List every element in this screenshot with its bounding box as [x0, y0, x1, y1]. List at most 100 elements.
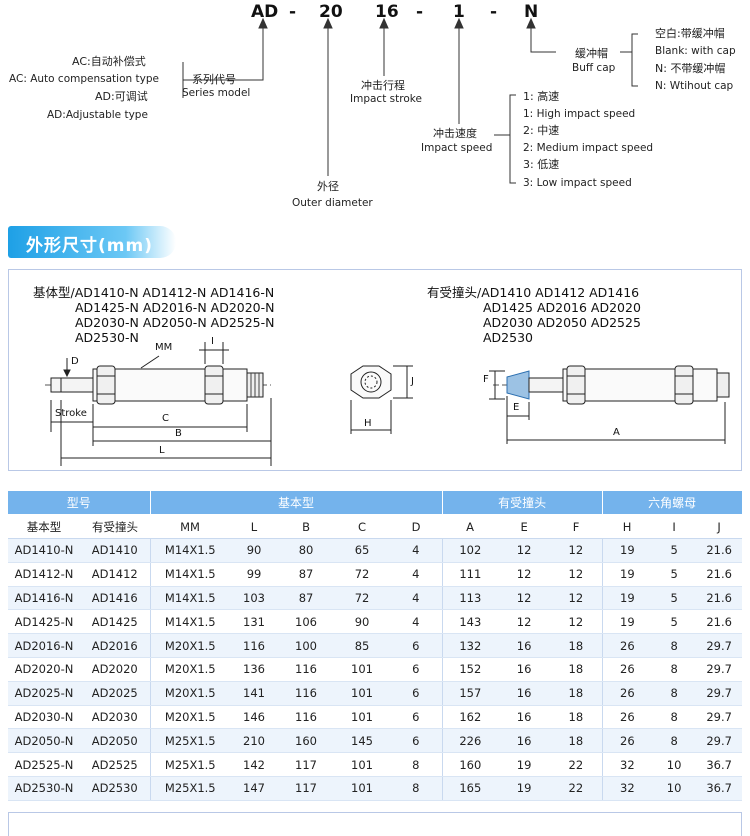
dimension-drawing-panel: 基体型/AD1410-N AD1412-N AD1416-N AD1425-N …	[8, 269, 742, 471]
section-banner: 外形尺寸(mm)	[8, 226, 176, 258]
table-cell: 142	[230, 752, 279, 778]
speed-option-3-cn: 3: 低速	[523, 158, 560, 171]
table-cell: 87	[278, 562, 335, 587]
table-cell: 143	[442, 609, 499, 635]
basic-type-models-line-1: 基体型/AD1410-N AD1412-N AD1416-N	[33, 285, 275, 300]
table-cell: M25X1.5	[150, 728, 231, 754]
table-cell: 32	[602, 752, 653, 778]
table-cell: 19	[602, 562, 653, 587]
table-cell: 21.6	[696, 609, 743, 635]
cap-type-models-line-3: AD2030 AD2050 AD2525	[483, 315, 641, 330]
table-cell: 8	[390, 752, 443, 778]
table-group-header-row: 型号 基本型 有受撞头 六角螺母	[8, 491, 743, 516]
code-separator: -	[289, 2, 297, 22]
series-label-cn: 系列代号	[192, 73, 236, 86]
column-header: C	[334, 514, 391, 540]
table-cell: M20X1.5	[150, 681, 231, 706]
table-cell: 29.7	[696, 633, 743, 659]
table-cell: 72	[334, 562, 391, 587]
table-cell: 152	[442, 657, 499, 682]
table-cell: AD2020-N	[8, 657, 80, 682]
table-cell: M14X1.5	[150, 609, 231, 635]
table-cell: 12	[498, 609, 551, 635]
table-cell: 5	[652, 562, 697, 587]
table-cell: 8	[652, 728, 697, 754]
table-cell: 26	[602, 728, 653, 754]
table-cell: 4	[390, 538, 443, 563]
table-cell: M14X1.5	[150, 562, 231, 587]
table-cell: AD1416	[80, 586, 151, 611]
outer-diameter-label-en: Outer diameter	[292, 197, 373, 209]
series-label-en: Series model	[182, 87, 251, 99]
table-cell: 29.7	[696, 657, 743, 682]
table-cell: AD2050	[80, 728, 151, 754]
table-cell: 18	[550, 633, 603, 659]
table-cell: 116	[230, 633, 279, 659]
table-cell: 32	[602, 776, 653, 801]
dim-label-h: H	[364, 418, 372, 429]
table-cell: 117	[278, 752, 335, 778]
table-cell: AD2020	[80, 657, 151, 682]
table-cell: 19	[498, 776, 551, 801]
speed-option-1-cn: 1: 高速	[523, 90, 560, 103]
table-cell: 36.7	[696, 776, 743, 801]
table-cell: 160	[278, 728, 335, 754]
table-cell: 29.7	[696, 705, 743, 730]
code-separator: -	[416, 2, 424, 22]
group-header-model: 型号	[8, 491, 151, 516]
basic-type-models-line-4: AD2530-N	[75, 330, 139, 345]
table-cell: 12	[498, 538, 551, 563]
basic-type-models-line-2: AD1425-N AD2016-N AD2020-N	[75, 300, 275, 315]
table-cell: AD1425	[80, 609, 151, 635]
group-header-cap: 有受撞头	[442, 491, 603, 516]
table-cell: 21.6	[696, 538, 743, 563]
table-cell: 8	[652, 657, 697, 682]
table-cell: AD2016	[80, 633, 151, 659]
table-cell: 8	[390, 776, 443, 801]
table-cell: 16	[498, 657, 551, 682]
table-cell: 19	[602, 538, 653, 563]
table-cell: 26	[602, 657, 653, 682]
dim-label-a: A	[613, 427, 620, 438]
group-header-basic: 基本型	[150, 491, 443, 516]
impact-speed-label-en: Impact speed	[421, 142, 493, 154]
table-cell: AD1412	[80, 562, 151, 587]
table-cell: 111	[442, 562, 499, 587]
table-cell: 16	[498, 633, 551, 659]
column-header: J	[696, 514, 743, 540]
table-cell: M20X1.5	[150, 657, 231, 682]
series-option-ac-en: AC: Auto compensation type	[9, 73, 159, 85]
cap-option-n-cn: N: 不带缓冲帽	[655, 62, 726, 75]
code-part-series: AD	[251, 2, 279, 22]
table-cell: 132	[442, 633, 499, 659]
table-cell: 12	[498, 562, 551, 587]
table-cell: 80	[278, 538, 335, 563]
model-code-connector-lines	[182, 17, 638, 184]
column-header: B	[278, 514, 335, 540]
table-cell: 101	[334, 776, 391, 801]
dim-label-j: J	[411, 376, 414, 387]
table-cell: 16	[498, 705, 551, 730]
table-cell: 6	[390, 633, 443, 659]
table-cell: 101	[334, 681, 391, 706]
table-cell: AD1410-N	[8, 538, 80, 563]
table-cell: 72	[334, 586, 391, 611]
speed-option-2-cn: 2: 中速	[523, 124, 560, 137]
table-cell: AD2016-N	[8, 633, 80, 659]
table-cell: M14X1.5	[150, 538, 231, 563]
buff-cap-label-en: Buff cap	[572, 62, 616, 74]
table-cell: 165	[442, 776, 499, 801]
table-cell: 87	[278, 586, 335, 611]
table-cell: 29.7	[696, 681, 743, 706]
table-cell: AD2025-N	[8, 681, 80, 706]
table-cell: 36.7	[696, 752, 743, 778]
table-cell: 5	[652, 586, 697, 611]
table-cell: M25X1.5	[150, 752, 231, 778]
